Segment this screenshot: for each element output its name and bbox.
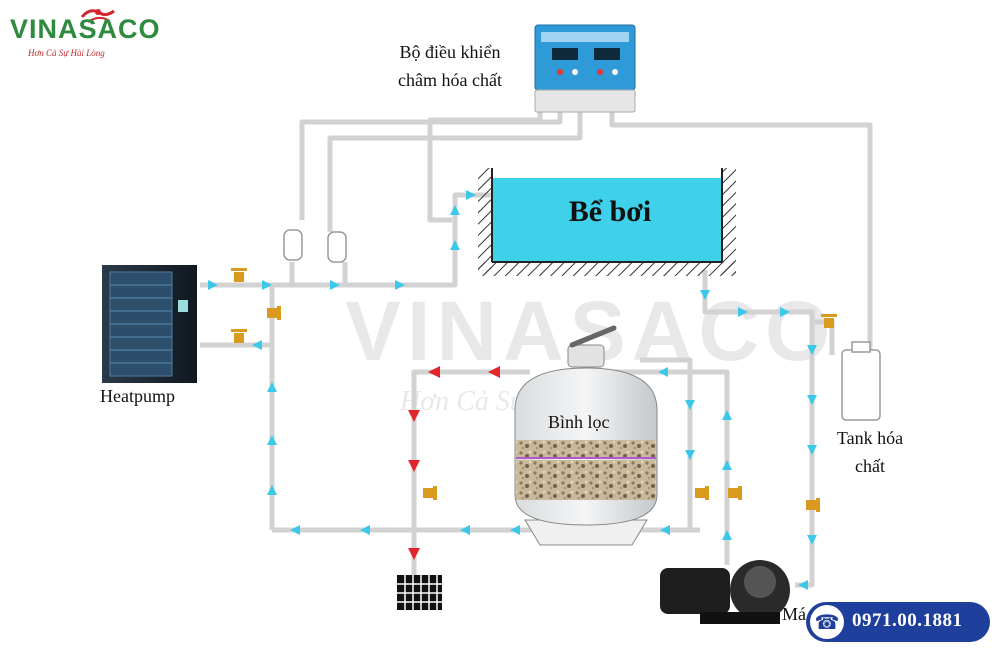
flow-arrow-up [722,410,732,420]
drain-arrow-left [488,366,500,378]
logo: VINASACO [10,14,161,45]
valve-icon [231,268,247,282]
valve-icon [231,329,247,343]
tank-label-line-2: chất [855,456,885,476]
pump-icon [660,560,790,624]
flow-arrow-left [510,525,520,535]
controller-label: Bộ điều khiển châm hóa chất [380,38,520,94]
logo-wave-icon [80,9,115,23]
flow-arrow-down [685,400,695,410]
drain-grate-icon [397,575,442,610]
chemical-tank-icon [841,341,881,421]
tank-label: Tank hóa chất [822,424,918,480]
logo-name: VINASACO [10,14,161,44]
flow-arrow-left [660,525,670,535]
flow-arrow-right [395,280,405,290]
flow-arrow-up [450,240,460,250]
valve-icon [423,486,437,500]
chemical-bottles [283,229,347,263]
flow-arrow-left [252,340,262,350]
phone-icon: ☎ [810,605,844,639]
flow-arrow-down [807,535,817,545]
drain-arrow-down [408,410,420,422]
flow-arrow-left [360,525,370,535]
flow-arrow-left [460,525,470,535]
pool-water [492,178,722,262]
logo-tagline: Hơn Cả Sự Hài Lòng [28,48,105,58]
filter-label: Bình lọc [548,412,610,432]
drain-arrow-down [408,460,420,472]
flow-arrows [208,190,817,590]
flow-arrow-right [330,280,340,290]
flow-arrow-right [466,190,476,200]
heatpump-label: Heatpump [100,386,175,406]
drain-arrow-left [428,366,440,378]
controller-label-line-2: châm hóa chất [398,70,502,90]
flow-arrow-down [807,445,817,455]
heatpump-icon [102,265,197,383]
flow-arrow-left [658,367,668,377]
flow-arrow-right [738,307,748,317]
controller-label-line-1: Bộ điều khiển [399,42,501,62]
pipe-network [200,110,873,588]
flow-arrow-up [267,485,277,495]
flow-arrow-up [267,435,277,445]
flow-arrow-left [290,525,300,535]
hotline-button[interactable]: ☎ 0971.00.1881 [806,602,990,642]
flow-arrow-up [267,382,277,392]
flow-arrow-right [780,307,790,317]
drain-arrows [408,366,500,560]
pump-label: Má [782,604,806,624]
filter-tank-icon [514,325,658,546]
valve-icon [806,498,820,512]
flow-arrow-down [807,345,817,355]
valve-icon [728,486,742,500]
drain-arrow-down [408,548,420,560]
flow-arrow-down [700,290,710,300]
flow-arrow-down [685,450,695,460]
tank-label-line-1: Tank hóa [836,428,904,448]
pool [478,168,736,276]
controller-icon [534,24,636,113]
flow-arrow-up [450,205,460,215]
valve-icon [695,486,709,500]
pool-label: Bể bơi [568,195,652,228]
valve-icon [267,306,281,320]
flow-arrow-down [807,395,817,405]
flow-arrow-left [798,580,808,590]
flow-arrow-up [722,530,732,540]
flow-arrow-up [722,460,732,470]
valves [231,268,837,512]
flow-arrow-right [208,280,218,290]
hotline-number: 0971.00.1881 [852,610,963,631]
flow-arrow-right [262,280,272,290]
valve-icon [821,314,837,328]
